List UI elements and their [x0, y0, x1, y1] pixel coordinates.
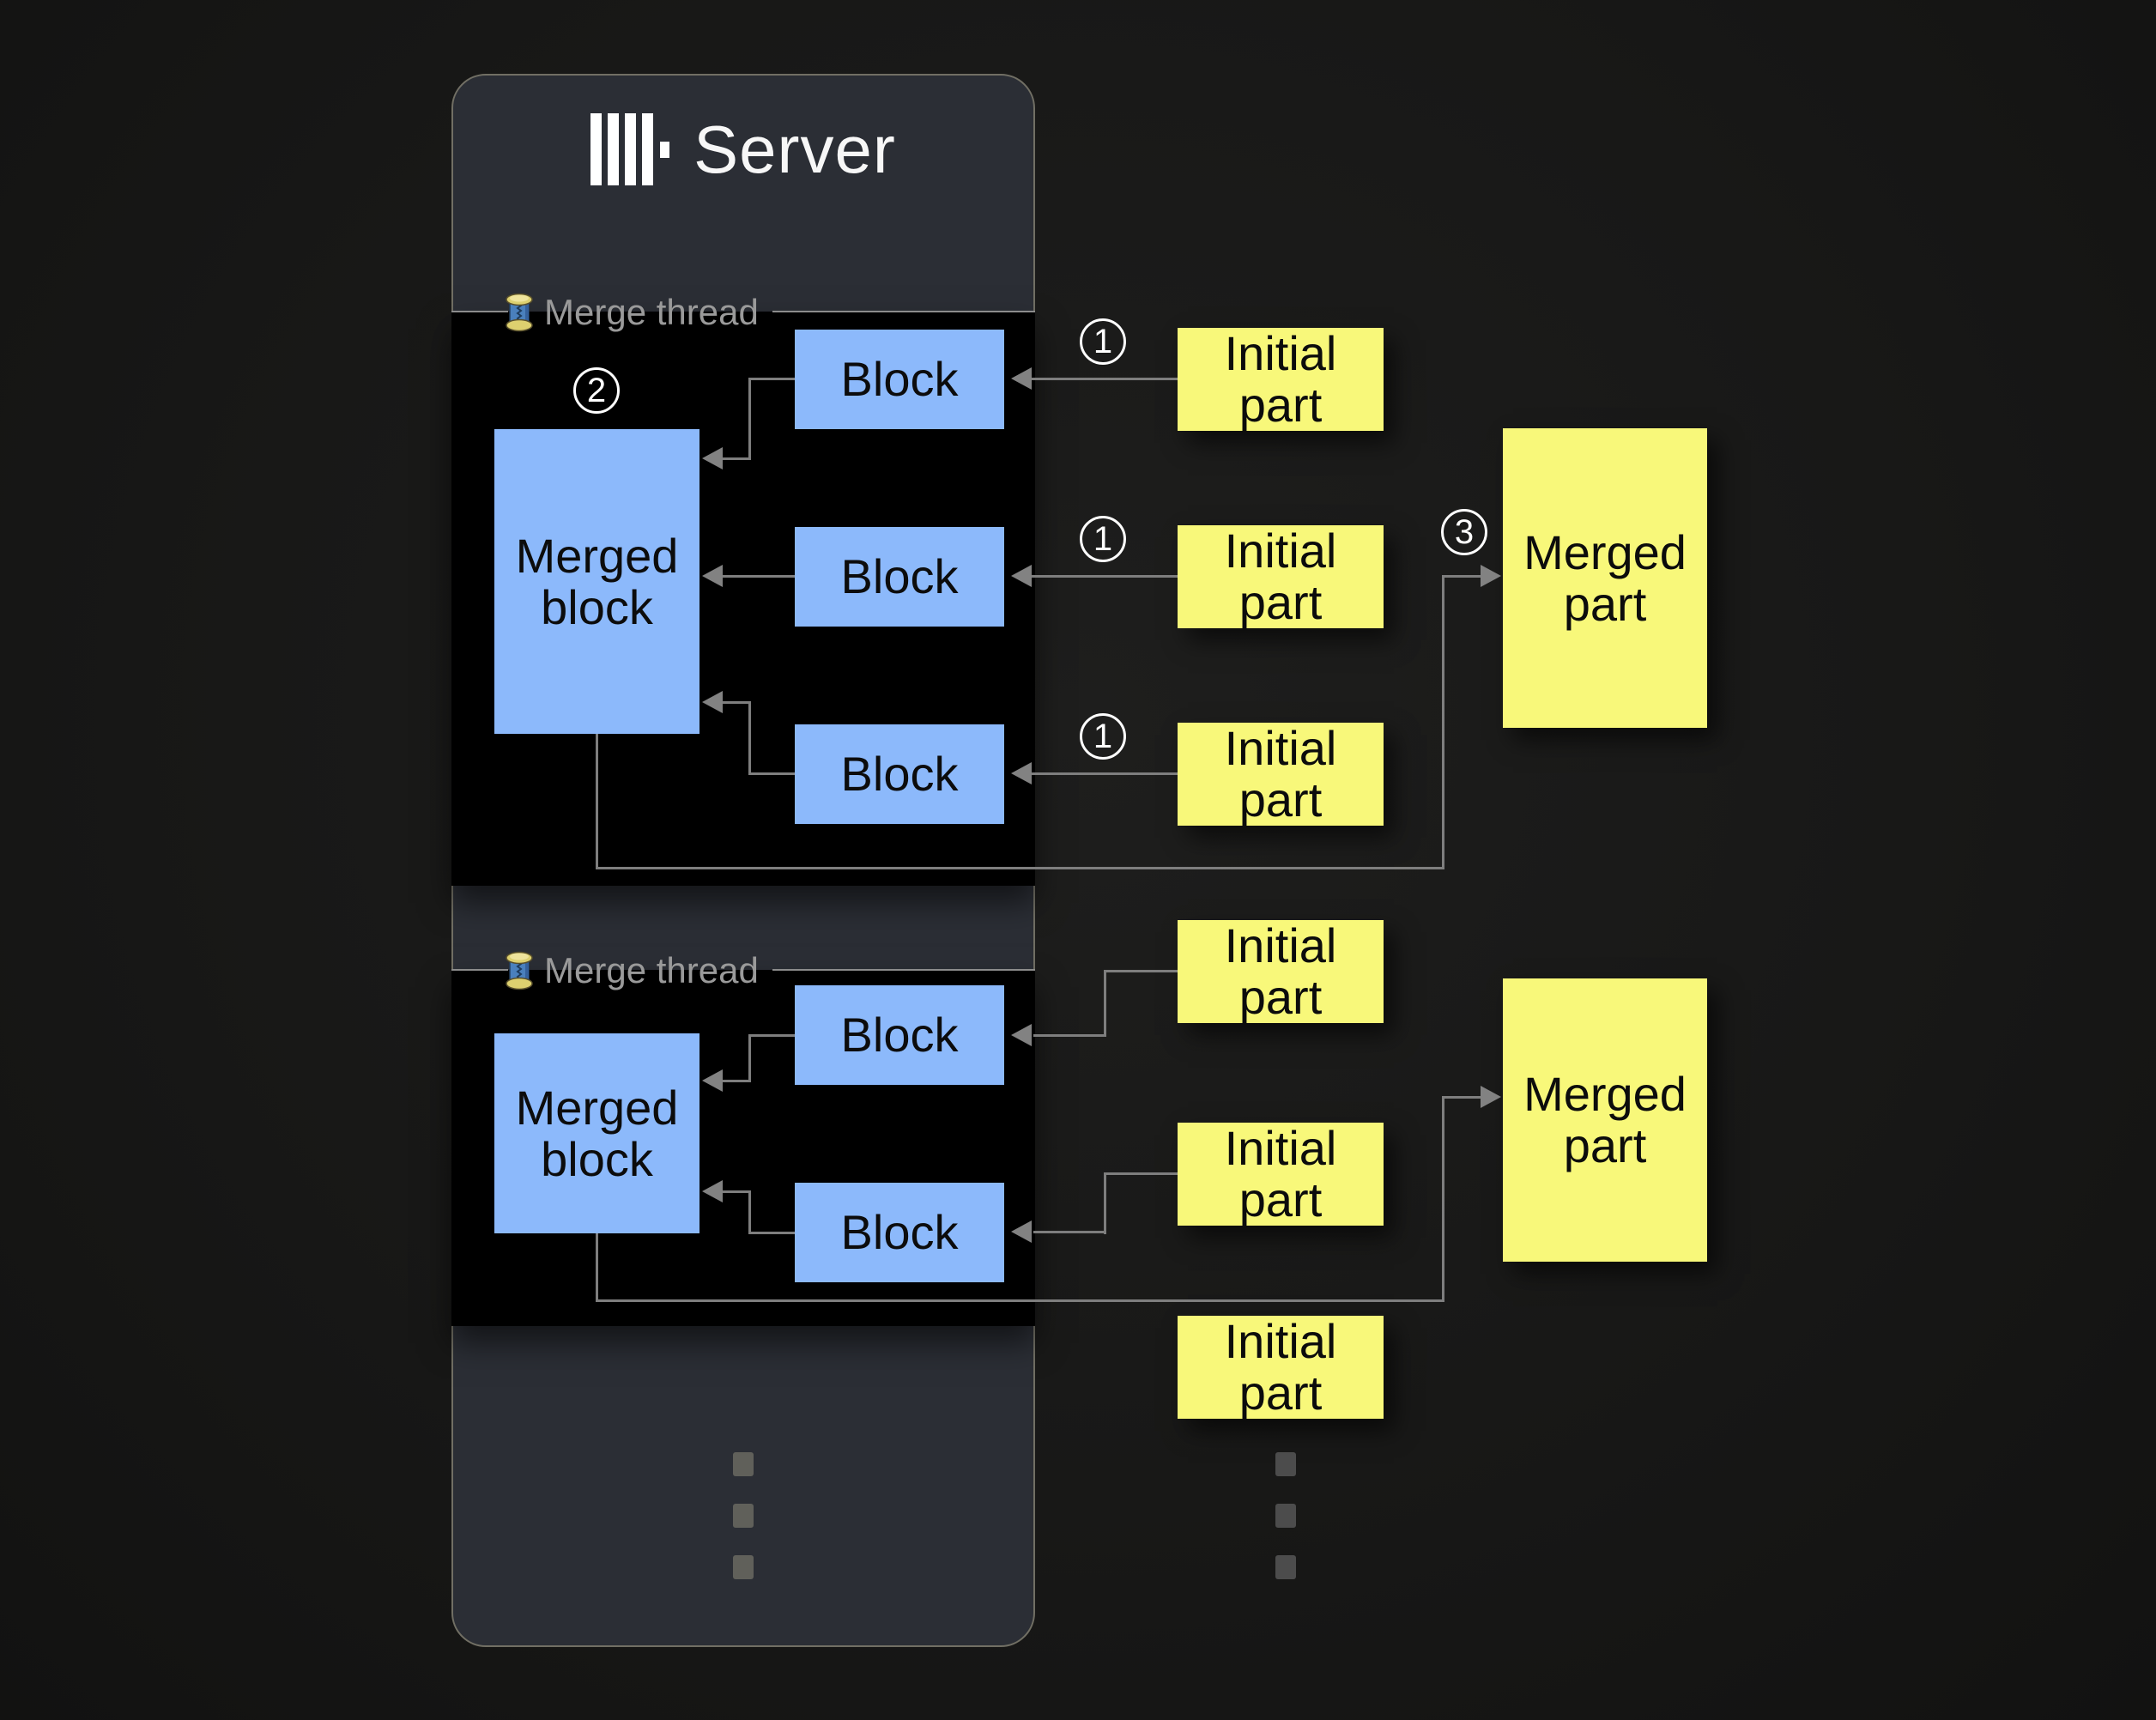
block-4: Block [795, 985, 1004, 1085]
connector-block3 [748, 772, 795, 775]
arrowhead-left-icon [1011, 367, 1032, 390]
merge-thread-label: Merge thread [544, 950, 759, 990]
thread-spool-icon [506, 951, 533, 990]
clickhouse-logo-icon [590, 113, 670, 185]
step-3-badge: 3 [1441, 509, 1487, 555]
connector-block4 [723, 1080, 750, 1082]
path-mergedblock2-out [1442, 1096, 1482, 1099]
ellipsis-dot [1275, 1452, 1296, 1476]
step-1-badge: 1 [1080, 516, 1126, 562]
step-1-badge: 1 [1080, 713, 1126, 760]
arrowhead-left-icon [702, 1069, 723, 1092]
connector-block5 [748, 1190, 751, 1234]
server-title: Server [693, 111, 896, 187]
ellipsis-dot [733, 1504, 754, 1528]
connector-block1 [723, 457, 750, 460]
connector-initial5 [1105, 1172, 1178, 1175]
connector-initial5 [1104, 1172, 1106, 1234]
step-1-badge: 1 [1080, 318, 1126, 365]
merged-block-2: Merged block [494, 1033, 699, 1233]
connector-initial4 [1105, 970, 1178, 972]
arrowhead-left-icon [702, 1180, 723, 1202]
merge-thread-legend-1: Merge thread [505, 290, 759, 335]
arrowhead-left-icon [1011, 762, 1032, 784]
server-header: Server [451, 101, 1035, 197]
step-2-badge: 2 [573, 367, 620, 414]
section1-border-left [451, 311, 508, 312]
connector-block3 [748, 701, 751, 775]
initial-part-6: Initial part [1178, 1316, 1384, 1419]
connector-block2 [723, 575, 795, 578]
block-2: Block [795, 527, 1004, 627]
arrowhead-left-icon [702, 565, 723, 587]
initial-part-4: Initial part [1178, 920, 1384, 1023]
connector-block4 [748, 1034, 751, 1082]
connector-initial5 [1033, 1231, 1105, 1233]
connector-block4 [748, 1034, 795, 1037]
arrowhead-left-icon [702, 691, 723, 713]
arrowhead-left-icon [1011, 1220, 1032, 1243]
connector-block3 [723, 701, 750, 704]
arrow-initial3-to-block3 [1030, 772, 1178, 775]
connector-block1 [748, 378, 751, 460]
ellipsis-dot [733, 1555, 754, 1579]
merged-part-2: Merged part [1503, 978, 1707, 1262]
initial-part-5: Initial part [1178, 1123, 1384, 1226]
path-mergedblock1-out [596, 734, 598, 869]
block-5: Block [795, 1183, 1004, 1282]
ellipsis-dot [1275, 1504, 1296, 1528]
connector-block5 [723, 1190, 750, 1193]
path-mergedblock2-out [596, 1233, 598, 1301]
connector-block1 [748, 378, 795, 380]
arrow-initial1-to-block1 [1030, 378, 1178, 380]
thread-spool-icon [506, 293, 533, 332]
section1-border-right [772, 311, 1035, 312]
block-1: Block [795, 330, 1004, 429]
connector-initial4 [1033, 1034, 1105, 1037]
path-mergedblock1-out [1442, 576, 1444, 869]
arrowhead-right-icon [1481, 565, 1501, 587]
initial-part-2: Initial part [1178, 525, 1384, 628]
arrowhead-left-icon [1011, 1024, 1032, 1046]
initial-part-3: Initial part [1178, 723, 1384, 826]
ellipsis-dot [1275, 1555, 1296, 1579]
arrow-initial2-to-block2 [1030, 575, 1178, 578]
merged-part-1: Merged part [1503, 428, 1707, 728]
connector-initial4 [1104, 970, 1106, 1037]
arrowhead-left-icon [702, 447, 723, 469]
connector-block5 [748, 1232, 795, 1234]
section2-border-left [451, 969, 508, 971]
block-3: Block [795, 724, 1004, 824]
merge-thread-label: Merge thread [544, 292, 759, 332]
section2-border-right [772, 969, 1035, 971]
ellipsis-dot [733, 1452, 754, 1476]
path-mergedblock2-out [596, 1299, 1444, 1302]
path-mergedblock1-out [596, 867, 1444, 869]
arrowhead-right-icon [1481, 1086, 1501, 1108]
path-mergedblock1-out [1442, 575, 1482, 578]
arrowhead-left-icon [1011, 565, 1032, 587]
merged-block-1: Merged block [494, 429, 699, 734]
path-mergedblock2-out [1442, 1097, 1444, 1302]
initial-part-1: Initial part [1178, 328, 1384, 431]
merge-thread-legend-2: Merge thread [505, 948, 759, 993]
